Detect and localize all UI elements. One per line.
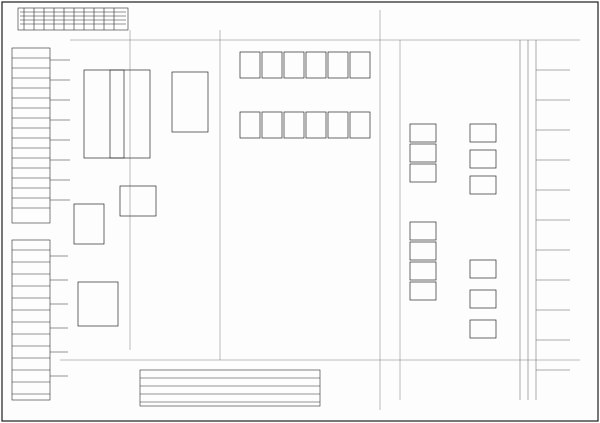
left-connector-column-upper — [11, 47, 70, 224]
right-relay-stacks — [409, 123, 497, 339]
controller-blocks — [73, 69, 209, 327]
relay-module-row-top — [239, 51, 371, 79]
relay-module-row-middle — [239, 111, 371, 139]
interconnect-wiring — [60, 10, 580, 410]
right-bus-lines — [519, 40, 570, 400]
top-connector-strip — [17, 7, 129, 31]
left-connector-column-lower — [11, 239, 68, 401]
bottom-connector-bank — [139, 369, 321, 407]
